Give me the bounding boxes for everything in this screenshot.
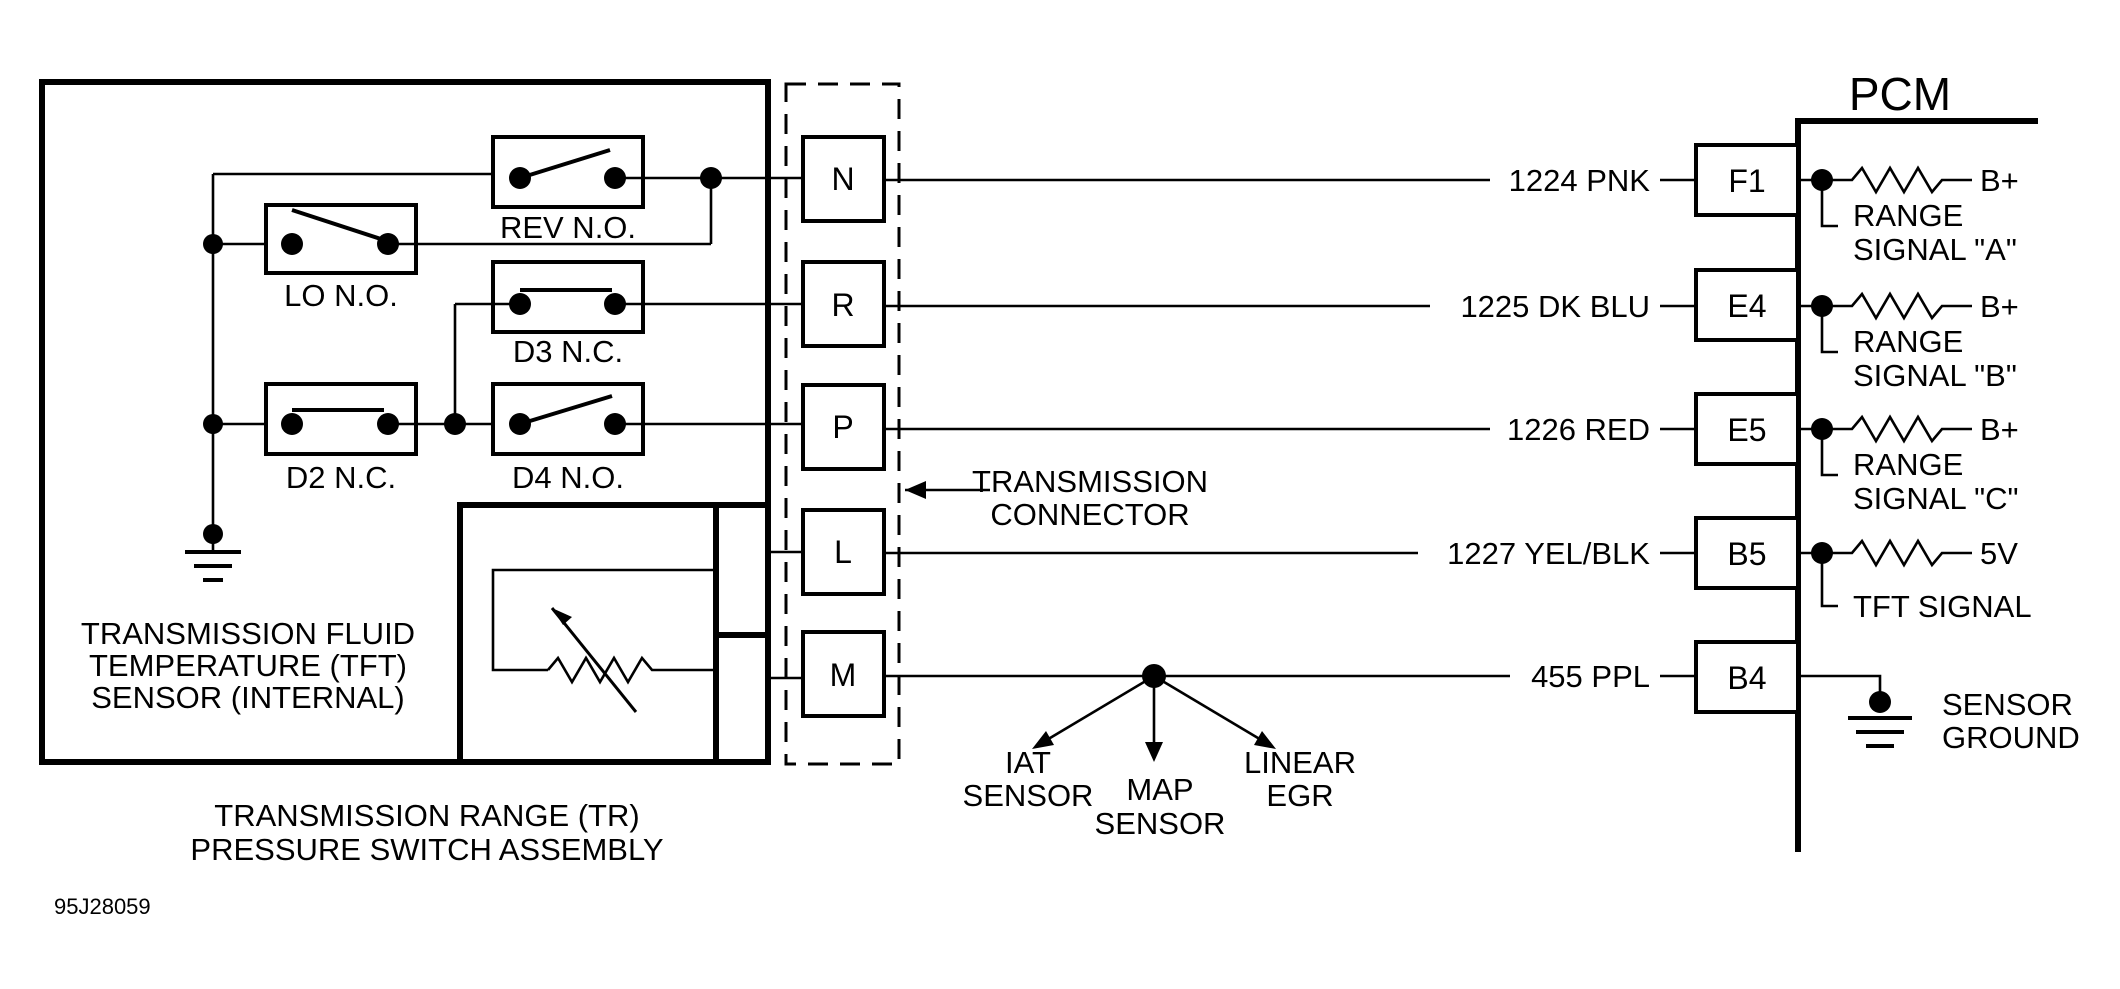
ref-a: B+ xyxy=(1980,163,2019,198)
switch-assembly-box xyxy=(39,79,771,765)
pcm-pin-f1 xyxy=(1694,143,1800,217)
svg-text:E4: E4 xyxy=(1727,288,1766,324)
ref-b: B+ xyxy=(1980,289,2019,324)
tft-sensor-label-1: TRANSMISSION FLUID xyxy=(81,616,415,651)
connector-pin-r xyxy=(801,260,886,348)
svg-text:N: N xyxy=(831,161,854,197)
signal-a-1: RANGE xyxy=(1853,198,1963,233)
wire-label-1225: 1225 DK BLU xyxy=(1460,289,1650,324)
connector-pin-m xyxy=(801,630,886,718)
svg-text:B4: B4 xyxy=(1727,660,1766,696)
map-sensor-label-1: MAP xyxy=(1126,772,1193,807)
assembly-ground-icon xyxy=(185,534,241,582)
sensor-ground-label-1: SENSOR xyxy=(1942,687,2073,722)
iat-sensor-label-2: SENSOR xyxy=(963,778,1094,813)
wire-label-1226: 1226 RED xyxy=(1507,412,1650,447)
signal-c-2: SIGNAL "C" xyxy=(1853,481,2019,516)
d4-switch-label: D4 N.O. xyxy=(512,460,624,495)
svg-text:L: L xyxy=(834,534,852,570)
assembly-name-2: PRESSURE SWITCH ASSEMBLY xyxy=(190,832,663,867)
signal-tft: TFT SIGNAL xyxy=(1853,589,2032,624)
svg-text:F1: F1 xyxy=(1728,163,1765,199)
pullup-resistor-b-icon xyxy=(1798,291,1972,354)
thermistor-icon xyxy=(547,607,716,713)
linear-egr-label-1: LINEAR xyxy=(1244,745,1356,780)
wire-label-1227: 1227 YEL/BLK xyxy=(1447,536,1650,571)
pullup-resistor-tft-icon xyxy=(1798,538,1972,608)
signal-b-2: SIGNAL "B" xyxy=(1853,358,2017,393)
wire-label-1224: 1224 PNK xyxy=(1509,163,1651,198)
tft-sensor-label-2: TEMPERATURE (TFT) xyxy=(89,648,407,683)
signal-b-1: RANGE xyxy=(1853,324,1963,359)
connector-label-1: TRANSMISSION xyxy=(972,464,1208,499)
pcm-title: PCM xyxy=(1849,68,1951,120)
connector-label-2: CONNECTOR xyxy=(990,497,1189,532)
branch-arrows xyxy=(1032,674,1276,762)
ref-c: B+ xyxy=(1980,412,2019,447)
connector-pointer-arrow xyxy=(905,481,990,499)
tft-sensor-label-3: SENSOR (INTERNAL) xyxy=(91,680,404,715)
figure-id: 95J28059 xyxy=(54,894,151,919)
sensor-ground-label-2: GROUND xyxy=(1942,720,2080,755)
d3-switch-label: D3 N.C. xyxy=(513,334,623,369)
svg-text:E5: E5 xyxy=(1727,412,1766,448)
d2-switch-label: D2 N.C. xyxy=(286,460,396,495)
ref-tft: 5V xyxy=(1980,536,2018,571)
sensor-ground-icon xyxy=(1798,674,1912,748)
pcm-pin-b4 xyxy=(1694,640,1800,714)
connector-pin-p xyxy=(801,383,886,471)
signal-c-1: RANGE xyxy=(1853,447,1963,482)
connector-pin-n xyxy=(801,135,886,223)
pullup-resistor-a-icon xyxy=(1798,165,1972,228)
iat-sensor-label-1: IAT xyxy=(1005,745,1051,780)
pcm-pin-e4 xyxy=(1694,268,1800,342)
signal-a-2: SIGNAL "A" xyxy=(1853,232,2017,267)
linear-egr-label-2: EGR xyxy=(1266,778,1333,813)
assembly-name-1: TRANSMISSION RANGE (TR) xyxy=(214,798,639,833)
svg-text:M: M xyxy=(830,657,857,693)
svg-text:R: R xyxy=(831,287,854,323)
svg-text:P: P xyxy=(832,409,853,445)
map-sensor-label-2: SENSOR xyxy=(1095,806,1226,841)
svg-text:B5: B5 xyxy=(1727,536,1766,572)
wire-label-455: 455 PPL xyxy=(1531,659,1650,694)
transmission-connector xyxy=(784,82,901,766)
lo-switch-label: LO N.O. xyxy=(284,278,398,313)
pullup-resistor-c-icon xyxy=(1798,414,1972,477)
rev-switch-label: REV N.O. xyxy=(500,210,636,245)
connector-pin-l xyxy=(801,508,886,596)
